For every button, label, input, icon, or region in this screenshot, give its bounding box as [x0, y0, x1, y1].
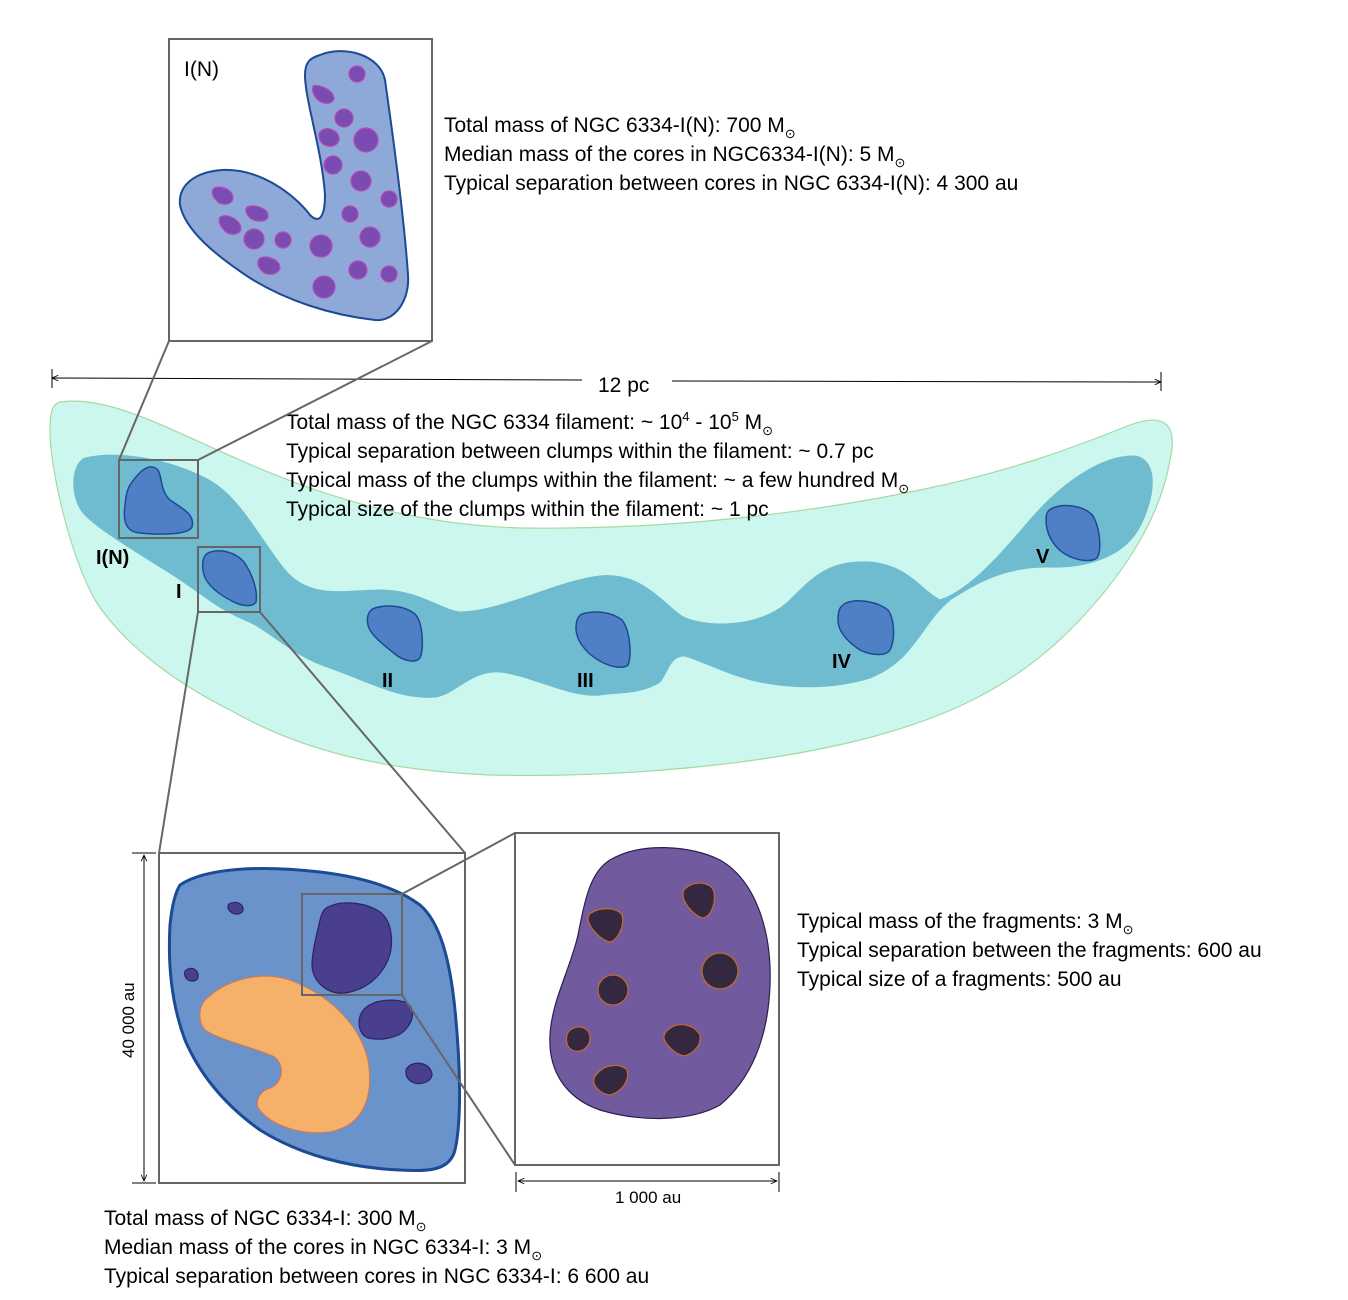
core [257, 256, 281, 275]
scale-label-40000au: 40 000 au [119, 982, 138, 1058]
connector-frag-bottom [401, 994, 516, 1166]
core [348, 65, 366, 83]
clump-label-III: III [577, 670, 594, 692]
filament-clump-mass: Typical mass of the clumps within the fi… [286, 469, 909, 496]
core [318, 128, 340, 147]
scale-label-1000au: 1 000 au [615, 1188, 681, 1207]
fragment [587, 908, 624, 943]
core [245, 205, 269, 222]
fragment [701, 952, 739, 990]
core [380, 265, 398, 283]
core [312, 275, 336, 299]
fragments-size: Typical size of a fragments: 500 au [797, 968, 1122, 991]
clump-label-II: II [382, 670, 393, 692]
core [353, 127, 379, 153]
connector-I-right [259, 611, 466, 854]
core [312, 85, 335, 104]
clump-III [575, 611, 631, 668]
core [218, 215, 242, 235]
inset-I-total-mass: Total mass of NGC 6334-I: 300 M⊙ [104, 1207, 427, 1234]
clump-label-IN: I(N) [96, 547, 129, 569]
fragment [597, 974, 629, 1006]
core [243, 228, 265, 250]
scale-bar-12pc-right [671, 381, 1161, 382]
connector-IN-right [197, 340, 433, 461]
core [359, 226, 381, 248]
connector-frag-top [401, 832, 516, 895]
clump-label-I: I [176, 581, 182, 603]
fragments-separation: Typical separation between the fragments… [797, 939, 1262, 962]
clump-I [201, 550, 258, 607]
core [309, 234, 333, 258]
clump-V [1045, 504, 1101, 562]
fragments-typical-mass: Typical mass of the fragments: 3 M⊙ [797, 910, 1134, 937]
clump-IN [123, 466, 194, 535]
core [323, 155, 343, 175]
inset-I-core-separation: Typical separation between cores in NGC … [104, 1265, 649, 1288]
zoom-box-I [197, 546, 261, 613]
fragment [593, 1064, 629, 1096]
dense-core [184, 967, 199, 982]
filament-clump-separation: Typical separation between clumps within… [286, 440, 874, 463]
fragments [565, 882, 739, 1096]
core [341, 205, 359, 223]
inset-IN-total-mass: Total mass of NGC 6334-I(N): 700 M⊙ [444, 114, 796, 141]
clump-label-IV: IV [832, 651, 852, 673]
zoom-box-IN [118, 459, 199, 539]
dense-core-large [311, 902, 393, 994]
fragment [663, 1023, 701, 1057]
scale-bar-12pc-left [52, 378, 583, 380]
inset-IN-core-separation: Typical separation between cores in NGC … [444, 172, 1018, 195]
inset-IN-median-core-mass: Median mass of the cores in NGC6334-I(N)… [444, 143, 905, 170]
inset-I-dense-cores [184, 901, 433, 1085]
dense-core [227, 901, 244, 915]
core [350, 170, 372, 192]
core [274, 231, 292, 249]
core [348, 260, 368, 280]
filament-clump-size: Typical size of the clumps within the fi… [286, 498, 769, 521]
connector-IN-left [118, 340, 170, 461]
inset-I-median-core-mass: Median mass of the cores in NGC 6334-I: … [104, 1236, 542, 1263]
fragment [682, 882, 715, 919]
filament-total-mass: Total mass of the NGC 6334 filament: ~ 1… [286, 409, 773, 438]
dense-core [405, 1062, 433, 1085]
clump-label-V: V [1036, 546, 1050, 568]
inset-IN-cores [211, 65, 398, 299]
inset-I-orange-region [199, 975, 371, 1134]
core [334, 108, 354, 128]
zoom-box-fragments [301, 893, 403, 996]
core [380, 190, 398, 208]
connector-I-left [158, 611, 199, 854]
dense-core [358, 999, 414, 1040]
inset-IN-title: I(N) [184, 58, 219, 81]
core [211, 186, 234, 205]
fragment [565, 1026, 591, 1052]
clump-II [366, 605, 424, 662]
clump-IV [837, 600, 895, 656]
scale-label-12pc: 12 pc [598, 374, 649, 397]
